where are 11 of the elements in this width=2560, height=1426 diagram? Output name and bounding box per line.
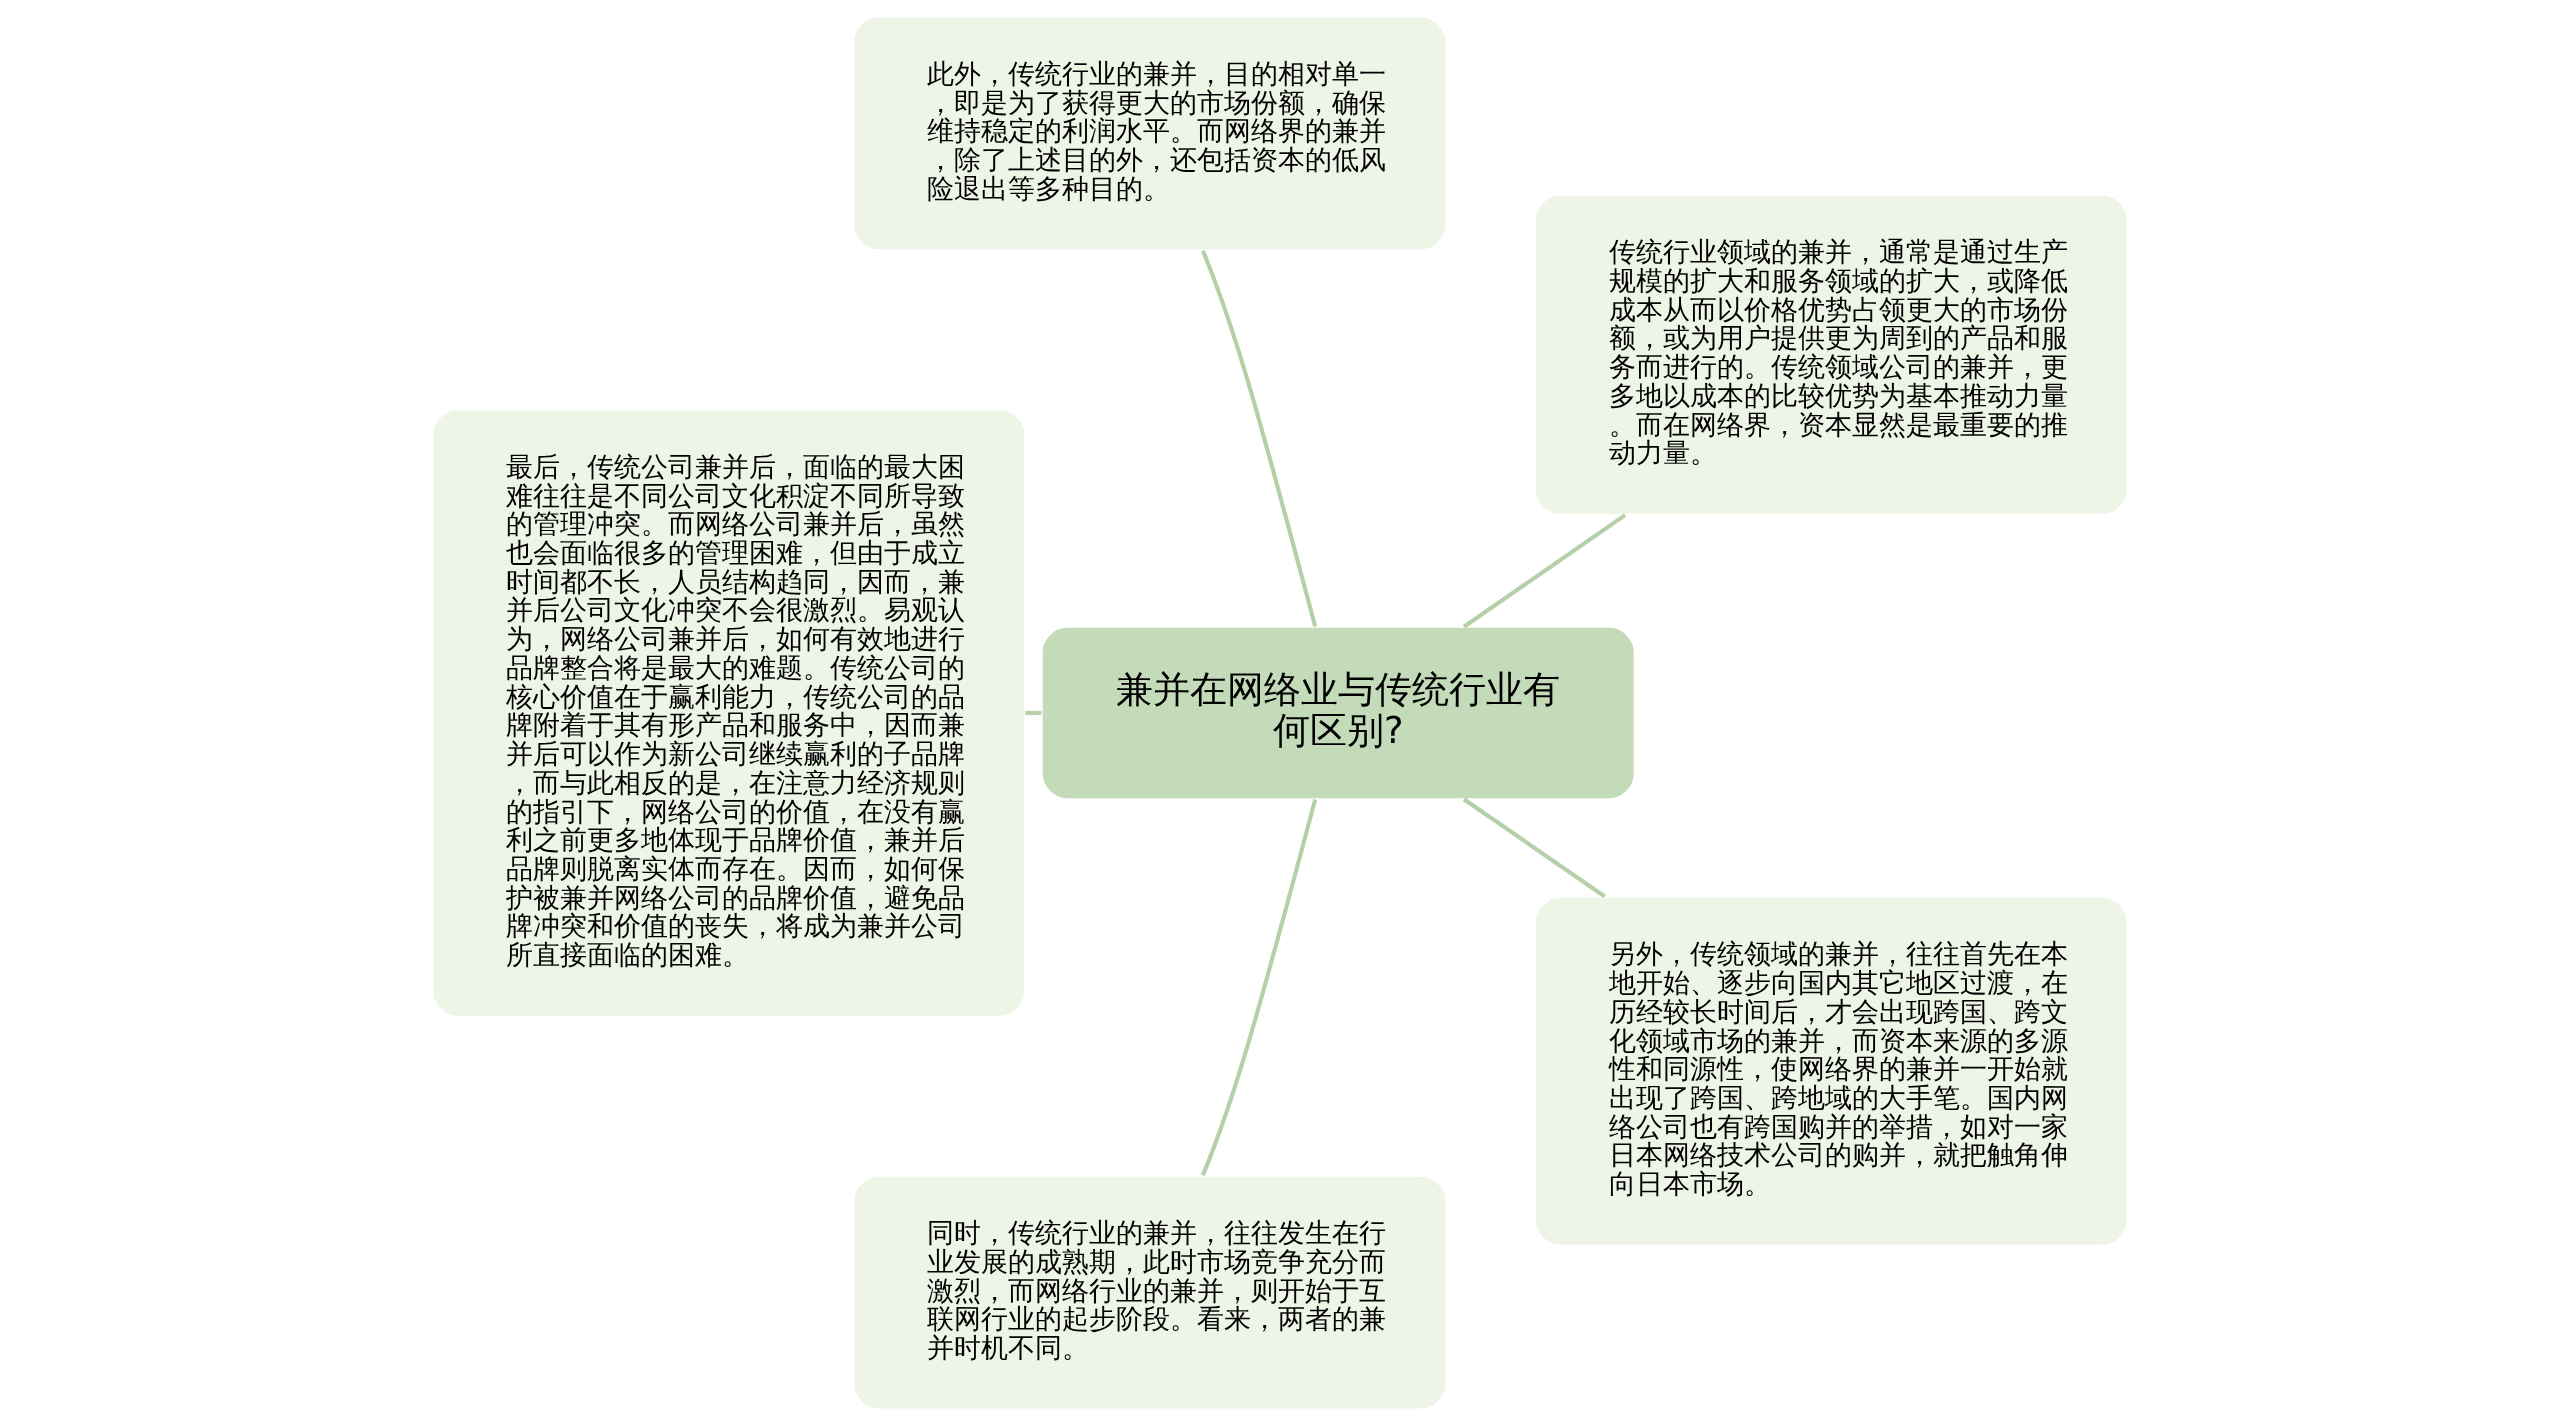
connector	[1201, 798, 1318, 1177]
node-box: 兼并在网络业与传统行业有何区别?	[1040, 625, 1636, 801]
node-box: 最后，传统公司兼并后，面临的最大困难往往是不同公司文化积淀不同所导致的管理冲突。而网络公司兼并后，虽然也会面临很多的管理困难，但由于成立时间都不长，人员结构趋同，因而，兼并后公司文化冲突不会很激烈。易观认为，网络公司兼并后，如何有效地进行品牌整合将是最大的难题。传统公司的核心价值在于赢利能力，传统公司的品牌附着于其有形产品和服务中，因而兼并后可以作为新公司继续赢利的子品牌，而与此相反的是，在注意力经济规则的指引下，网络公司的价值，在没有赢利之前更多地体现于品牌价值，兼并后品牌则脱离实体而存在。因而，如何保护被兼并网络公司的品牌价值，避免品牌冲突和价值的丧失，将成为兼并公司所直接面临的困难。	[431, 408, 1027, 1018]
connector	[1462, 797, 1606, 899]
node-box: 此外，传统行业的兼并，目的相对单一，即是为了获得更大的市场份额，确保维持稳定的利润水平。而网络界的兼并，除了上述目的外，还包括资本的低风险退出等多种目的。	[852, 15, 1448, 252]
node-box: 同时，传统行业的兼并，往往发生在行业发展的成熟期，此时市场竞争充分而激烈，而网络行业的兼并，则开始于互联网行业的起步阶段。看来，两者的兼并时机不同。	[852, 1174, 1448, 1411]
node-box: 传统行业领域的兼并，通常是通过生产规模的扩大和服务领域的扩大，或降低成本从而以价格优势占领更大的市场份额，或为用户提供更为周到的产品和服务而进行的。传统领域公司的兼并，更多地以成本的比较优势为基本推动力量。而在网络界，资本显然是最重要的推动力量。	[1533, 193, 2129, 516]
connector	[1025, 710, 1042, 716]
connector	[1201, 249, 1318, 628]
connector	[1462, 513, 1627, 629]
node-box: 另外，传统领域的兼并，往往首先在本地开始、逐步向国内其它地区过渡，在历经较长时间后，才会出现跨国、跨文化领域市场的兼并，而资本来源的多源性和同源性，使网络界的兼并一开始就出现了跨国、跨地域的大手笔。国内网络公司也有跨国购并的举措，如对一家日本网络技术公司的购并，就把触角伸向日本市场。	[1533, 895, 2129, 1247]
